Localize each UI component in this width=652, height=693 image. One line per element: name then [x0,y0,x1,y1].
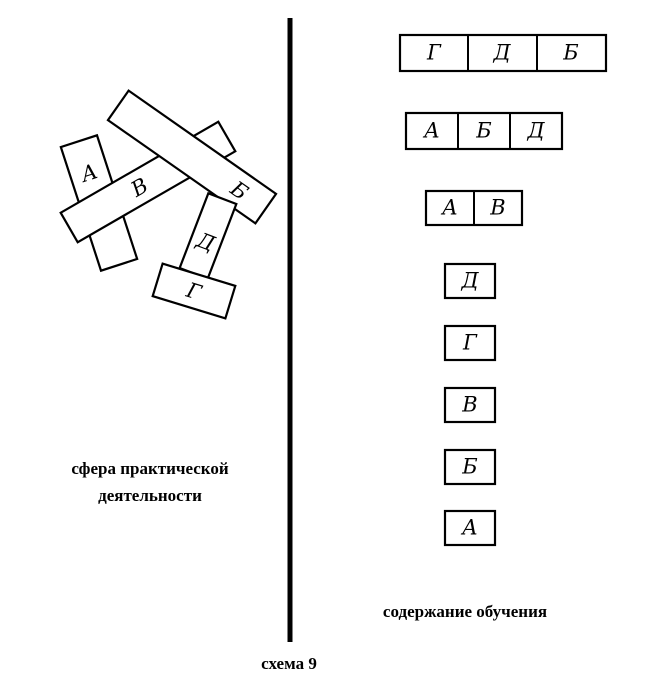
content-group-5: Г [443,324,497,362]
content-group-3: А В [424,189,524,227]
practice-sphere-caption: сфера практической деятельности [30,455,270,509]
practice-caption-line-1: сфера практической [71,459,229,478]
content-cell: Д [492,41,511,65]
content-group-2: А Б Д [404,111,564,151]
learning-content-caption: содержание обучения [382,602,548,621]
learning-content: Г Д Б А Б Д А В Д [398,33,608,547]
practice-caption-line-2: деятельности [98,486,202,505]
practice-sphere: А В Б Д Г [59,89,278,320]
content-cell: Г [462,331,478,355]
content-group-7: Б [443,448,497,486]
content-cell: Д [526,119,545,143]
content-cell: А [440,196,458,220]
content-cell: Г [426,41,442,65]
content-group-1: Г Д Б [398,33,608,73]
content-cell: В [489,196,505,220]
content-cell: А [422,119,440,143]
content-cell: Д [460,269,479,293]
content-group-6: В [443,386,497,424]
content-cell: В [461,393,477,417]
content-group-8: А [443,509,497,547]
content-cell: Б [475,119,491,143]
content-cell: А [460,516,478,540]
strip-g-small: Г [151,262,237,320]
strip-b-diagonal: Б [106,89,278,225]
strip-d-diagonal: Д [178,191,238,281]
content-group-4: Д [443,262,497,300]
content-cell: Б [461,455,477,479]
scheme-number-caption: схема 9 [261,654,317,673]
content-cell: Б [562,41,578,65]
